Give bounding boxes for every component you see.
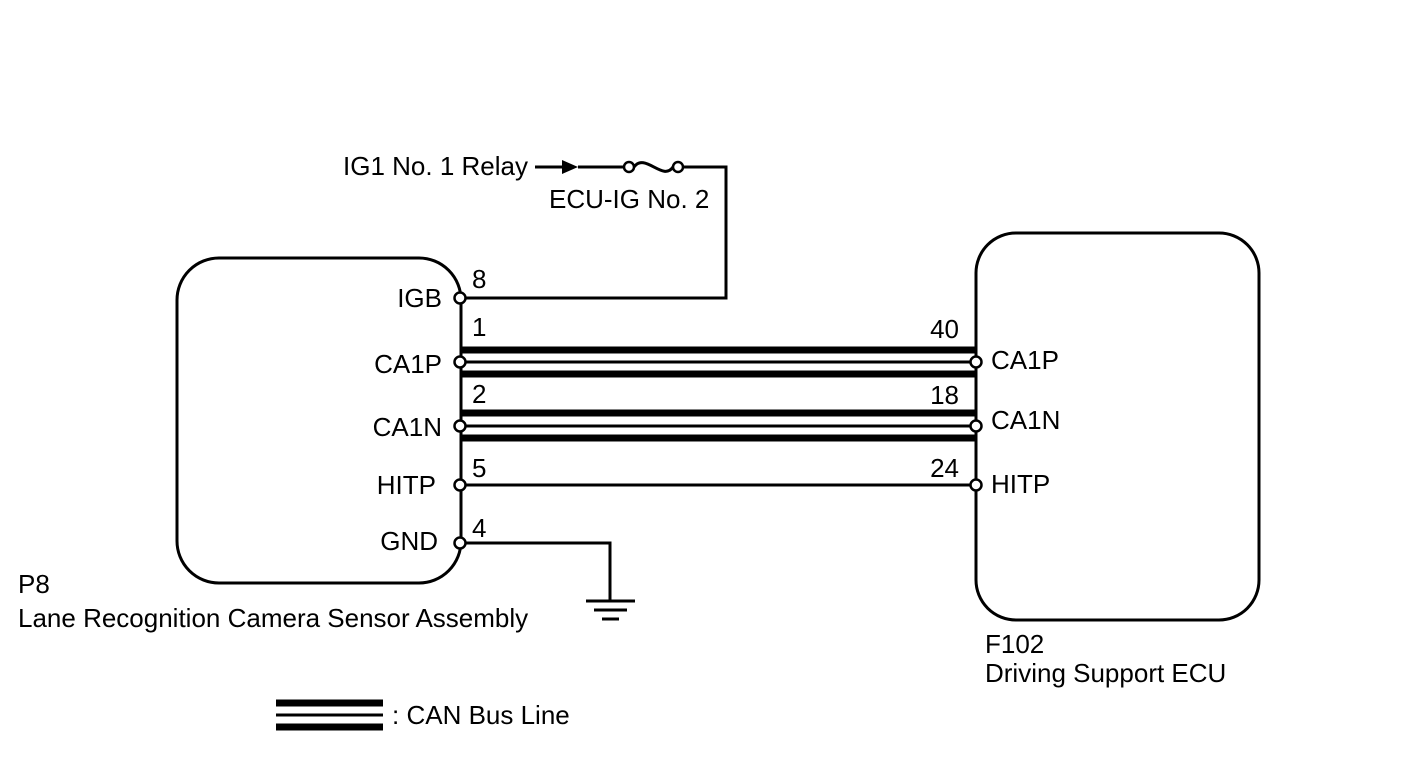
ecu-pin-number-ca1p: 40	[930, 314, 959, 344]
ecu-pin-number-hitp: 24	[930, 453, 959, 483]
ecu-pin-number-ca1n: 18	[930, 380, 959, 410]
camera-terminal-hitp	[453, 478, 467, 492]
camera-pin-number-igb: 8	[472, 264, 486, 294]
camera-sensor-assembly: P8 Lane Recognition Camera Sensor Assemb…	[18, 256, 528, 633]
fuse-icon	[622, 160, 685, 174]
camera-pin-signal-hitp: HITP	[377, 470, 436, 500]
camera-terminal-igb	[453, 291, 467, 305]
camera-pin-signal-igb: IGB	[397, 283, 442, 313]
arrow-right-icon	[562, 160, 578, 174]
camera-terminal-ca1n	[453, 419, 467, 433]
ecu-pin-signal-hitp: HITP	[991, 469, 1050, 499]
ecu-name: Driving Support ECU	[985, 658, 1226, 688]
ecu-code: F102	[985, 629, 1044, 659]
camera-code: P8	[18, 569, 50, 599]
ecu-pin-signal-ca1p: CA1P	[991, 345, 1059, 375]
ecu-terminal-ca1p	[969, 355, 983, 369]
power-supply-circuit: IG1 No. 1 Relay ECU-IG No. 2	[343, 151, 728, 300]
can-bus-ca1p	[460, 346, 976, 378]
camera-pin-number-ca1n: 2	[472, 379, 486, 409]
camera-name: Lane Recognition Camera Sensor Assembly	[18, 603, 528, 633]
ig1-relay-label: IG1 No. 1 Relay	[343, 151, 528, 181]
ground-wire	[466, 541, 612, 600]
ecu-pin-signal-ca1n: CA1N	[991, 405, 1060, 435]
camera-pin-number-gnd: 4	[472, 513, 486, 543]
fuse-label: ECU-IG No. 2	[549, 184, 709, 214]
camera-terminal-gnd	[453, 536, 467, 550]
ecu-terminal-ca1n	[969, 419, 983, 433]
ecu-terminal-hitp	[969, 478, 983, 492]
ground-icon	[586, 599, 635, 621]
camera-pin-signal-ca1n: CA1N	[373, 412, 442, 442]
legend: : CAN Bus Line	[276, 699, 570, 731]
camera-pin-signal-ca1p: CA1P	[374, 349, 442, 379]
camera-pin-number-ca1p: 1	[472, 312, 486, 342]
can-bus-legend-label: : CAN Bus Line	[392, 700, 570, 730]
camera-pin-signal-gnd: GND	[380, 526, 438, 556]
fuse-to-igb-wire	[466, 165, 728, 300]
camera-pin-number-hitp: 5	[472, 453, 486, 483]
camera-terminal-ca1p	[453, 355, 467, 369]
can-bus-ca1n	[460, 409, 976, 442]
driving-support-ecu: F102 Driving Support ECU CA1P CA1N HITP …	[930, 231, 1261, 688]
can-bus-legend-symbol	[276, 699, 383, 731]
